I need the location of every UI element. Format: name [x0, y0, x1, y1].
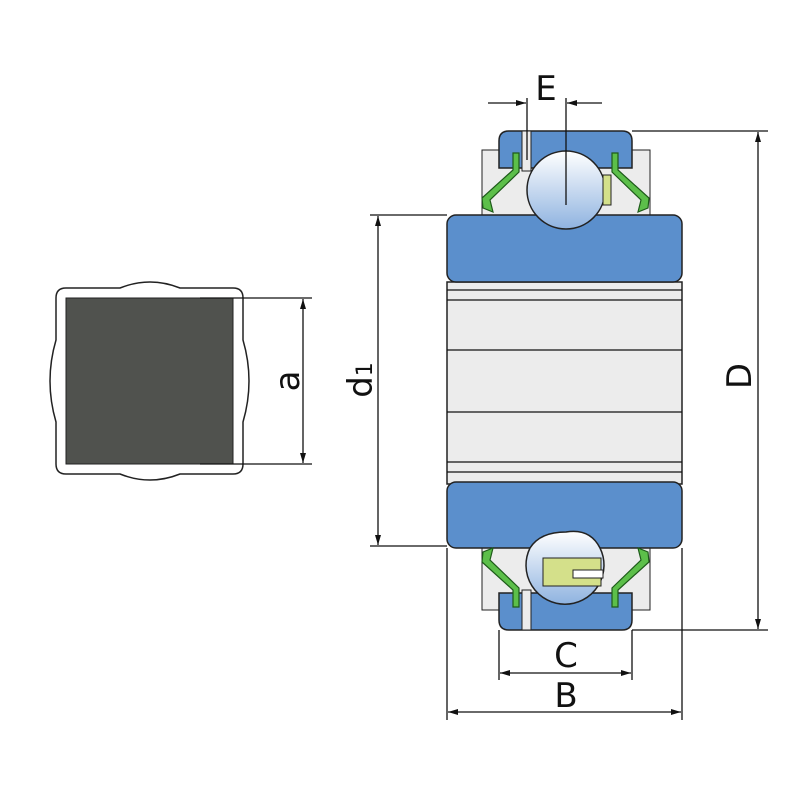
inner-ring-bore — [446, 281, 683, 485]
dimension-b: B — [446, 548, 683, 720]
cage-top — [602, 174, 612, 206]
shaft-cross-section — [49, 281, 250, 481]
bearing-section — [446, 98, 683, 631]
label-b: B — [554, 676, 577, 716]
dimension-d1: d1 — [341, 214, 447, 547]
label-D: D — [720, 363, 760, 389]
dimension-e: E — [488, 69, 602, 160]
label-d1: d1 — [341, 362, 381, 398]
dimension-c: C — [498, 630, 633, 680]
label-c: C — [554, 636, 578, 676]
dimension-D: D — [632, 130, 768, 631]
square-bore — [65, 297, 234, 465]
dimension-a: a — [200, 297, 312, 465]
cage-bottom — [542, 557, 602, 587]
outer-ring-bottom — [498, 592, 633, 631]
label-e: E — [535, 69, 556, 109]
seals — [481, 152, 650, 608]
label-a: a — [268, 371, 308, 392]
